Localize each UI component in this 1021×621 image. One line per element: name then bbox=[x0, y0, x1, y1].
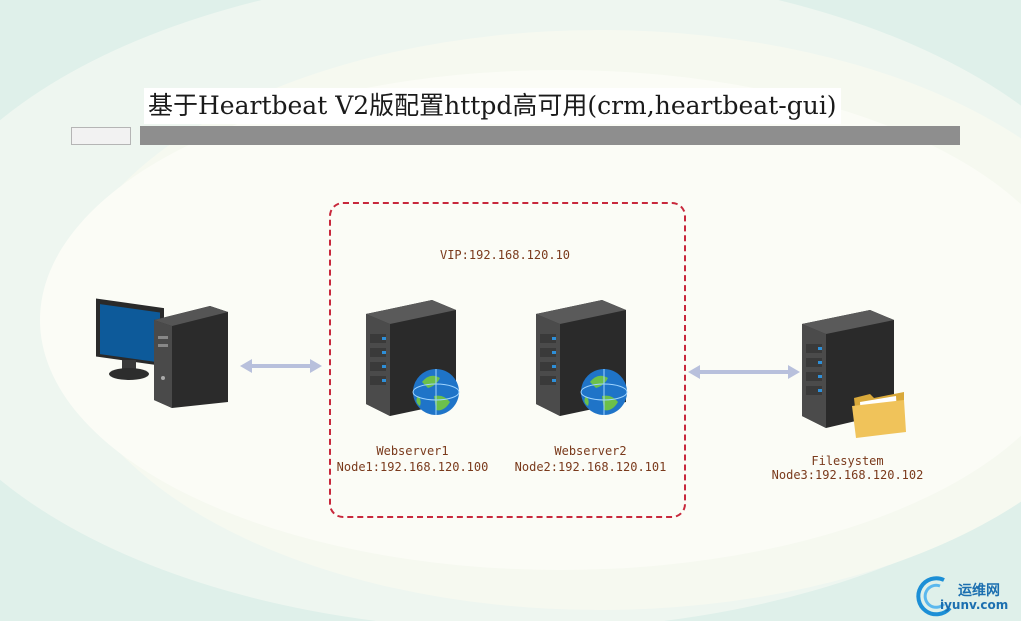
watermark-en: iyunv.com bbox=[940, 598, 1009, 612]
node2-address: Node2:192.168.120.101 bbox=[514, 460, 667, 474]
bidirectional-arrow-left bbox=[240, 359, 322, 373]
node3-address: Node3:192.168.120.102 bbox=[771, 468, 924, 482]
title-decoration-box bbox=[71, 127, 131, 145]
bidirectional-arrow-right bbox=[688, 365, 800, 379]
node3-name: Filesystem bbox=[811, 454, 884, 468]
desktop-computer-icon bbox=[96, 298, 228, 408]
diagram-title: 基于Heartbeat V2版配置httpd高可用(crm,heartbeat-… bbox=[144, 88, 841, 124]
watermark-cn: 运维网 bbox=[958, 583, 1000, 599]
node1-name: Webserver1 bbox=[376, 444, 449, 458]
vip-label: VIP:192.168.120.10 bbox=[439, 248, 571, 262]
web-server-icon bbox=[536, 300, 628, 416]
watermark-logo-icon bbox=[916, 576, 952, 617]
file-server-icon bbox=[802, 310, 906, 438]
ha-cluster-boundary bbox=[329, 202, 686, 518]
node2-name: Webserver2 bbox=[554, 444, 627, 458]
title-underline-bar bbox=[140, 126, 960, 145]
node1-address: Node1:192.168.120.100 bbox=[336, 460, 489, 474]
web-server-icon bbox=[366, 300, 460, 416]
